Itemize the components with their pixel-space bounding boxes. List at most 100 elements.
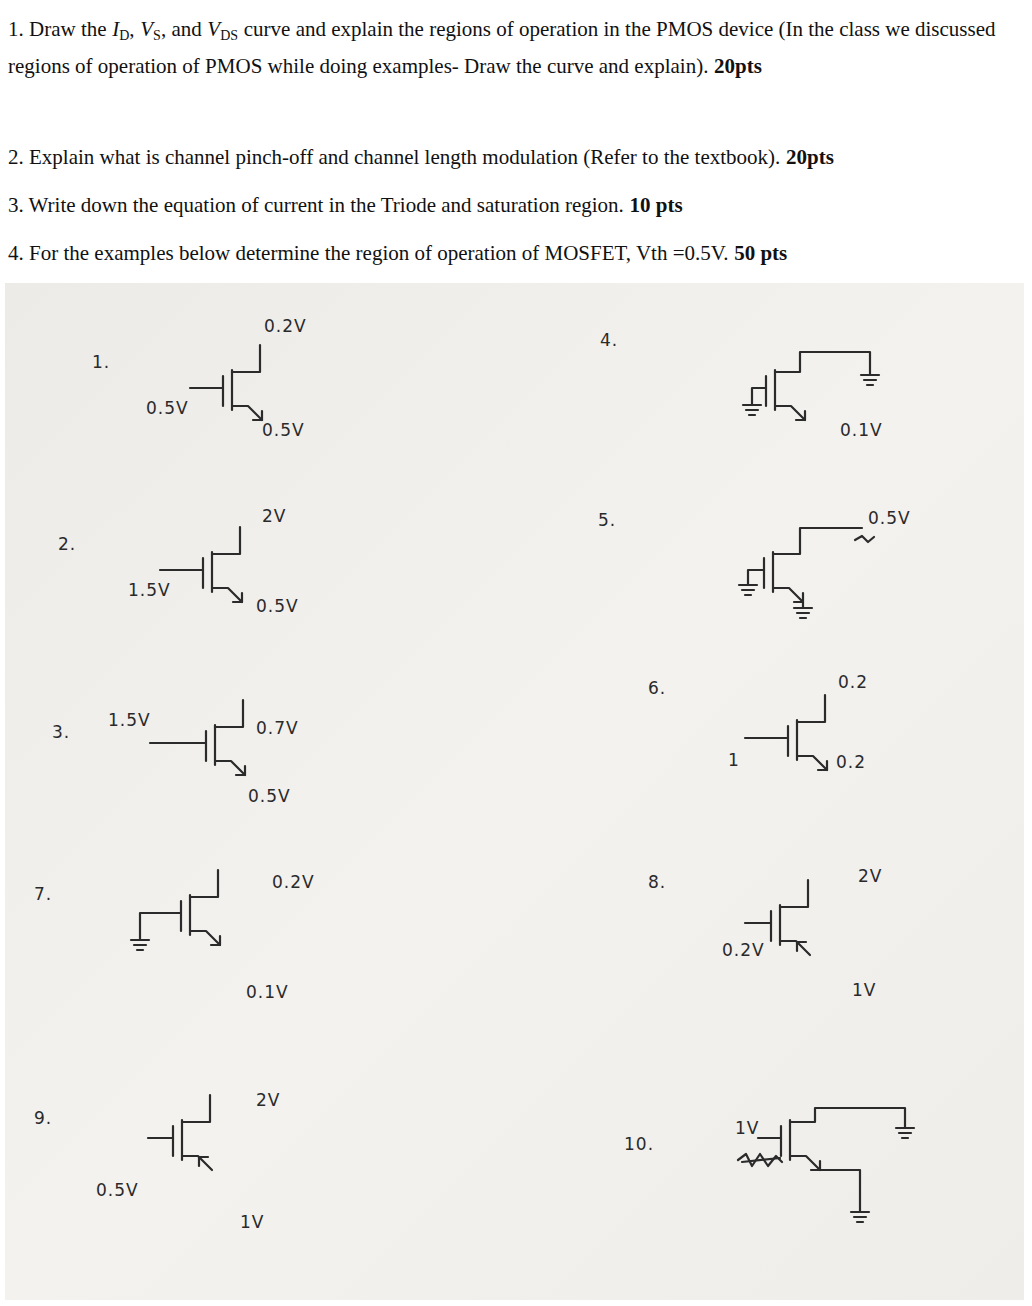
drain-wire bbox=[790, 1108, 905, 1128]
gate-plate bbox=[770, 911, 772, 941]
subscript: D bbox=[119, 28, 129, 43]
voltage-label: 0.5V bbox=[868, 508, 911, 528]
channel-line bbox=[181, 1120, 183, 1160]
arrow-head bbox=[236, 766, 245, 775]
ground-symbol bbox=[896, 1127, 914, 1129]
voltage-label: 0.5V bbox=[96, 1180, 139, 1200]
channel-line bbox=[789, 1120, 791, 1160]
ground-symbol bbox=[867, 384, 873, 386]
channel-line bbox=[231, 370, 233, 410]
voltage-label: 2V bbox=[256, 1090, 280, 1110]
ground-symbol bbox=[131, 939, 149, 941]
question-part: , bbox=[129, 17, 134, 41]
arrow-head bbox=[811, 1161, 820, 1170]
arrow-head bbox=[794, 593, 803, 602]
gate-lead bbox=[160, 569, 203, 571]
source-wire bbox=[773, 588, 803, 602]
scribble bbox=[738, 1154, 782, 1166]
voltage-label: 1V bbox=[240, 1212, 264, 1232]
question-part: V bbox=[207, 17, 220, 41]
voltage-label: 0.2 bbox=[838, 672, 868, 692]
ground-symbol bbox=[739, 584, 757, 586]
channel-line bbox=[779, 905, 781, 945]
gate-lead bbox=[152, 912, 181, 914]
drain-wire bbox=[215, 700, 243, 727]
ground-symbol bbox=[902, 1137, 908, 1139]
drain-wire bbox=[232, 345, 260, 372]
voltage-label: 0.2 bbox=[836, 752, 866, 772]
subscript: S bbox=[153, 28, 161, 43]
question-part: 1. Draw the bbox=[8, 17, 107, 41]
voltage-label: 0.2V bbox=[722, 940, 765, 960]
arrow-head bbox=[797, 942, 806, 951]
question-text: 2. Explain what is channel pinch-off and… bbox=[8, 142, 1020, 173]
gate-plate bbox=[763, 558, 765, 588]
question-text: 3. Write down the equation of current in… bbox=[8, 190, 1020, 221]
source-wire bbox=[775, 406, 805, 420]
channel-line bbox=[774, 370, 776, 410]
circuit-number: 8. bbox=[648, 872, 666, 892]
gate-wire bbox=[752, 388, 762, 405]
voltage-label: 0.5V bbox=[146, 398, 189, 418]
drain-wire bbox=[190, 870, 218, 897]
drain-wire bbox=[780, 880, 808, 907]
source-wire bbox=[190, 931, 220, 945]
voltage-label: 1.5V bbox=[128, 580, 171, 600]
channel-line bbox=[214, 725, 216, 765]
circuit-number: 9. bbox=[34, 1108, 52, 1128]
voltage-label: 0.5V bbox=[256, 596, 299, 616]
ground-symbol bbox=[857, 1221, 863, 1223]
circuit-number: 5. bbox=[598, 510, 616, 530]
question-part: 4. For the examples below determine the … bbox=[8, 241, 728, 265]
ground-symbol bbox=[854, 1216, 866, 1218]
source-wire bbox=[232, 406, 262, 420]
arrow-head bbox=[199, 1157, 208, 1166]
voltage-label: 0.1V bbox=[246, 982, 289, 1002]
circuit-number: 2. bbox=[58, 534, 76, 554]
circuit-number: 7. bbox=[34, 884, 52, 904]
circuit-number: 6. bbox=[648, 678, 666, 698]
source-wire bbox=[182, 1156, 212, 1170]
gate-plate bbox=[780, 1126, 782, 1156]
gate-lead bbox=[758, 1137, 781, 1139]
voltage-label: 0.2V bbox=[264, 316, 307, 336]
voltage-label: 2V bbox=[262, 506, 286, 526]
drain-wire bbox=[775, 352, 870, 375]
arrow-head bbox=[233, 593, 242, 602]
ground-symbol bbox=[743, 404, 761, 406]
voltage-label: 1V bbox=[735, 1118, 759, 1138]
voltage-label: 0.2V bbox=[272, 872, 315, 892]
scribble bbox=[855, 536, 874, 542]
gate-plate bbox=[180, 901, 182, 931]
drain-wire bbox=[182, 1095, 210, 1122]
gate-plate bbox=[205, 731, 207, 761]
gate-lead bbox=[745, 922, 771, 924]
ground-symbol bbox=[746, 409, 758, 411]
arrow-head bbox=[818, 761, 827, 770]
subscript: DS bbox=[220, 28, 238, 43]
voltage-label: 1.5V bbox=[108, 710, 151, 730]
source-wire bbox=[790, 1156, 820, 1170]
source-wire bbox=[797, 756, 827, 770]
ground-symbol bbox=[797, 612, 809, 614]
channel-line bbox=[211, 552, 213, 592]
source-wire bbox=[215, 761, 245, 775]
points-value: 50 pts bbox=[734, 241, 787, 265]
voltage-label: 1 bbox=[728, 750, 740, 770]
circuit-number: 3. bbox=[52, 722, 70, 742]
ground-symbol bbox=[134, 944, 146, 946]
photo-ground bbox=[5, 283, 1024, 1300]
ground-symbol bbox=[749, 414, 755, 416]
gate-lead bbox=[745, 737, 788, 739]
gate-lead bbox=[150, 742, 206, 744]
scribble bbox=[742, 1158, 780, 1162]
question-part: 2. Explain what is channel pinch-off and… bbox=[8, 145, 780, 169]
ground-symbol bbox=[137, 949, 143, 951]
arrow-head bbox=[211, 936, 220, 945]
circuit-number: 10. bbox=[624, 1134, 654, 1154]
ground-symbol bbox=[794, 607, 812, 609]
question-part: curve and explain the regions of operati… bbox=[8, 17, 995, 78]
question-part: V bbox=[140, 17, 153, 41]
gate-lead bbox=[148, 1137, 173, 1139]
